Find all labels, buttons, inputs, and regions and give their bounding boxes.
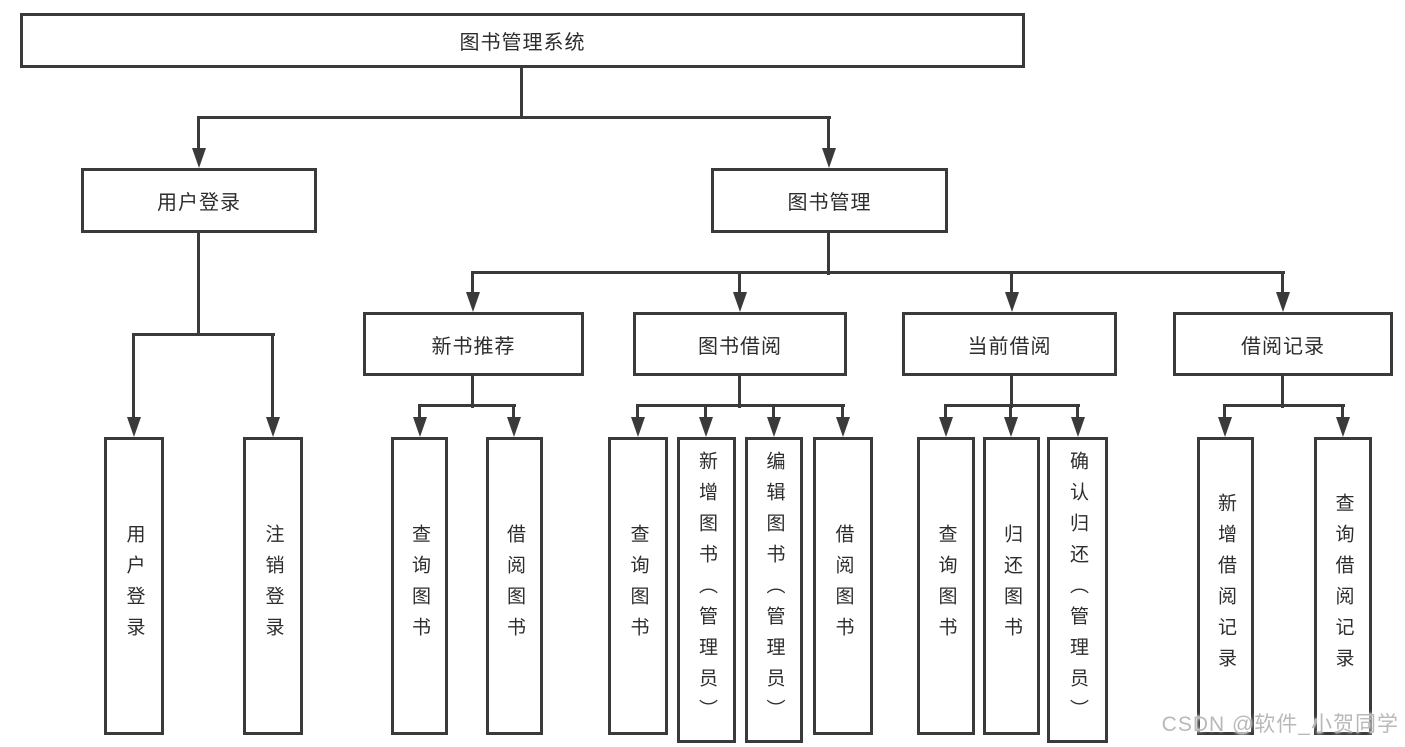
arrow-down-icon: [1276, 292, 1290, 312]
connector-line: [1341, 404, 1344, 419]
connector-line: [636, 404, 845, 407]
arrow-down-icon: [1336, 417, 1350, 437]
leaf-add-books-admin: 新增图书（管理员）: [677, 437, 736, 743]
connector-line: [827, 231, 830, 275]
arrow-down-icon: [466, 292, 480, 312]
arrow-down-icon: [192, 148, 206, 168]
node-user-login: 用户登录: [81, 168, 317, 233]
arrow-down-icon: [127, 417, 141, 437]
connector-line: [772, 404, 775, 419]
csdn-watermark: CSDN @软件_小贺同学: [1161, 713, 1399, 736]
arrow-down-icon: [413, 417, 427, 437]
connector-line: [944, 404, 1080, 407]
leaf-logout: 注销登录: [243, 437, 303, 735]
arrow-down-icon: [822, 148, 836, 168]
connector-line: [1076, 404, 1079, 419]
arrow-down-icon: [1005, 292, 1019, 312]
leaf-edit-books-admin: 编辑图书（管理员）: [745, 437, 803, 743]
leaf-return-books: 归还图书: [983, 437, 1040, 735]
leaf-add-borrow-record: 新增借阅记录: [1197, 437, 1254, 735]
connector-line: [1281, 375, 1284, 408]
arrow-down-icon: [767, 417, 781, 437]
leaf-search-books-2: 查询图书: [608, 437, 668, 735]
leaf-borrow-books-1: 借阅图书: [486, 437, 543, 735]
connector-line: [197, 116, 831, 119]
connector-line: [841, 404, 844, 419]
leaf-confirm-return-admin: 确认归还（管理员）: [1047, 437, 1108, 743]
arrow-down-icon: [631, 417, 645, 437]
arrow-down-icon: [1218, 417, 1232, 437]
connector-line: [738, 271, 741, 295]
connector-line: [1223, 404, 1345, 407]
leaf-borrow-books-2: 借阅图书: [813, 437, 873, 735]
node-new-books: 新书推荐: [363, 312, 584, 376]
arrow-down-icon: [939, 417, 953, 437]
arrow-down-icon: [836, 417, 850, 437]
connector-line: [636, 404, 639, 419]
arrow-down-icon: [733, 292, 747, 312]
arrow-down-icon: [1004, 417, 1018, 437]
arrow-down-icon: [1071, 417, 1085, 437]
arrow-down-icon: [507, 417, 521, 437]
connector-line: [271, 333, 274, 419]
connector-line: [520, 67, 523, 118]
connector-line: [1010, 375, 1013, 408]
connector-line: [827, 116, 830, 150]
connector-line: [1010, 271, 1013, 295]
connector-line: [738, 375, 741, 408]
leaf-user-login: 用户登录: [104, 437, 164, 735]
connector-line: [1223, 404, 1226, 419]
connector-line: [1281, 271, 1284, 295]
connector-line: [132, 333, 275, 336]
connector-line: [418, 404, 421, 419]
node-root: 图书管理系统: [20, 13, 1025, 68]
node-current-borrow: 当前借阅: [902, 312, 1117, 376]
connector-line: [471, 271, 1285, 274]
leaf-search-books-3: 查询图书: [917, 437, 975, 735]
connector-line: [471, 271, 474, 295]
arrow-down-icon: [266, 417, 280, 437]
connector-line: [944, 404, 947, 419]
leaf-search-borrow-record: 查询借阅记录: [1314, 437, 1372, 735]
connector-line: [704, 404, 707, 419]
node-borrowing: 图书借阅: [633, 312, 847, 376]
arrow-down-icon: [699, 417, 713, 437]
connector-line: [132, 333, 135, 419]
node-borrow-records: 借阅记录: [1173, 312, 1393, 376]
connector-line: [197, 231, 200, 335]
leaf-search-books-1: 查询图书: [391, 437, 448, 735]
connector-line: [512, 404, 515, 419]
connector-line: [418, 404, 516, 407]
connector-line: [197, 116, 200, 150]
connector-line: [471, 375, 474, 408]
connector-line: [1009, 404, 1012, 419]
node-book-mgmt: 图书管理: [711, 168, 948, 233]
